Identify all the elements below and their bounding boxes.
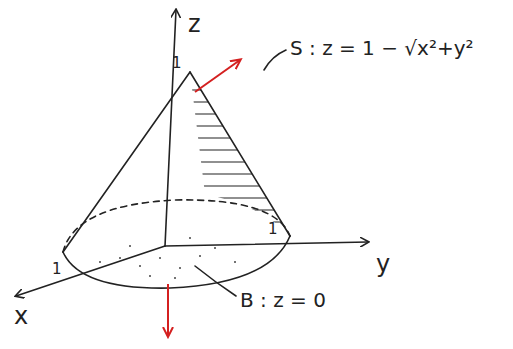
tick-label: 1 <box>52 262 62 277</box>
axis-label: y <box>376 252 390 276</box>
tick-label: 1 <box>268 222 278 237</box>
tick-label: 1 <box>172 56 182 71</box>
surface-label: S : z = 1 − √x²+y² <box>290 38 474 58</box>
axis-label: z <box>188 12 201 36</box>
axis-label: x <box>14 304 28 328</box>
surface-label: B : z = 0 <box>240 290 326 310</box>
